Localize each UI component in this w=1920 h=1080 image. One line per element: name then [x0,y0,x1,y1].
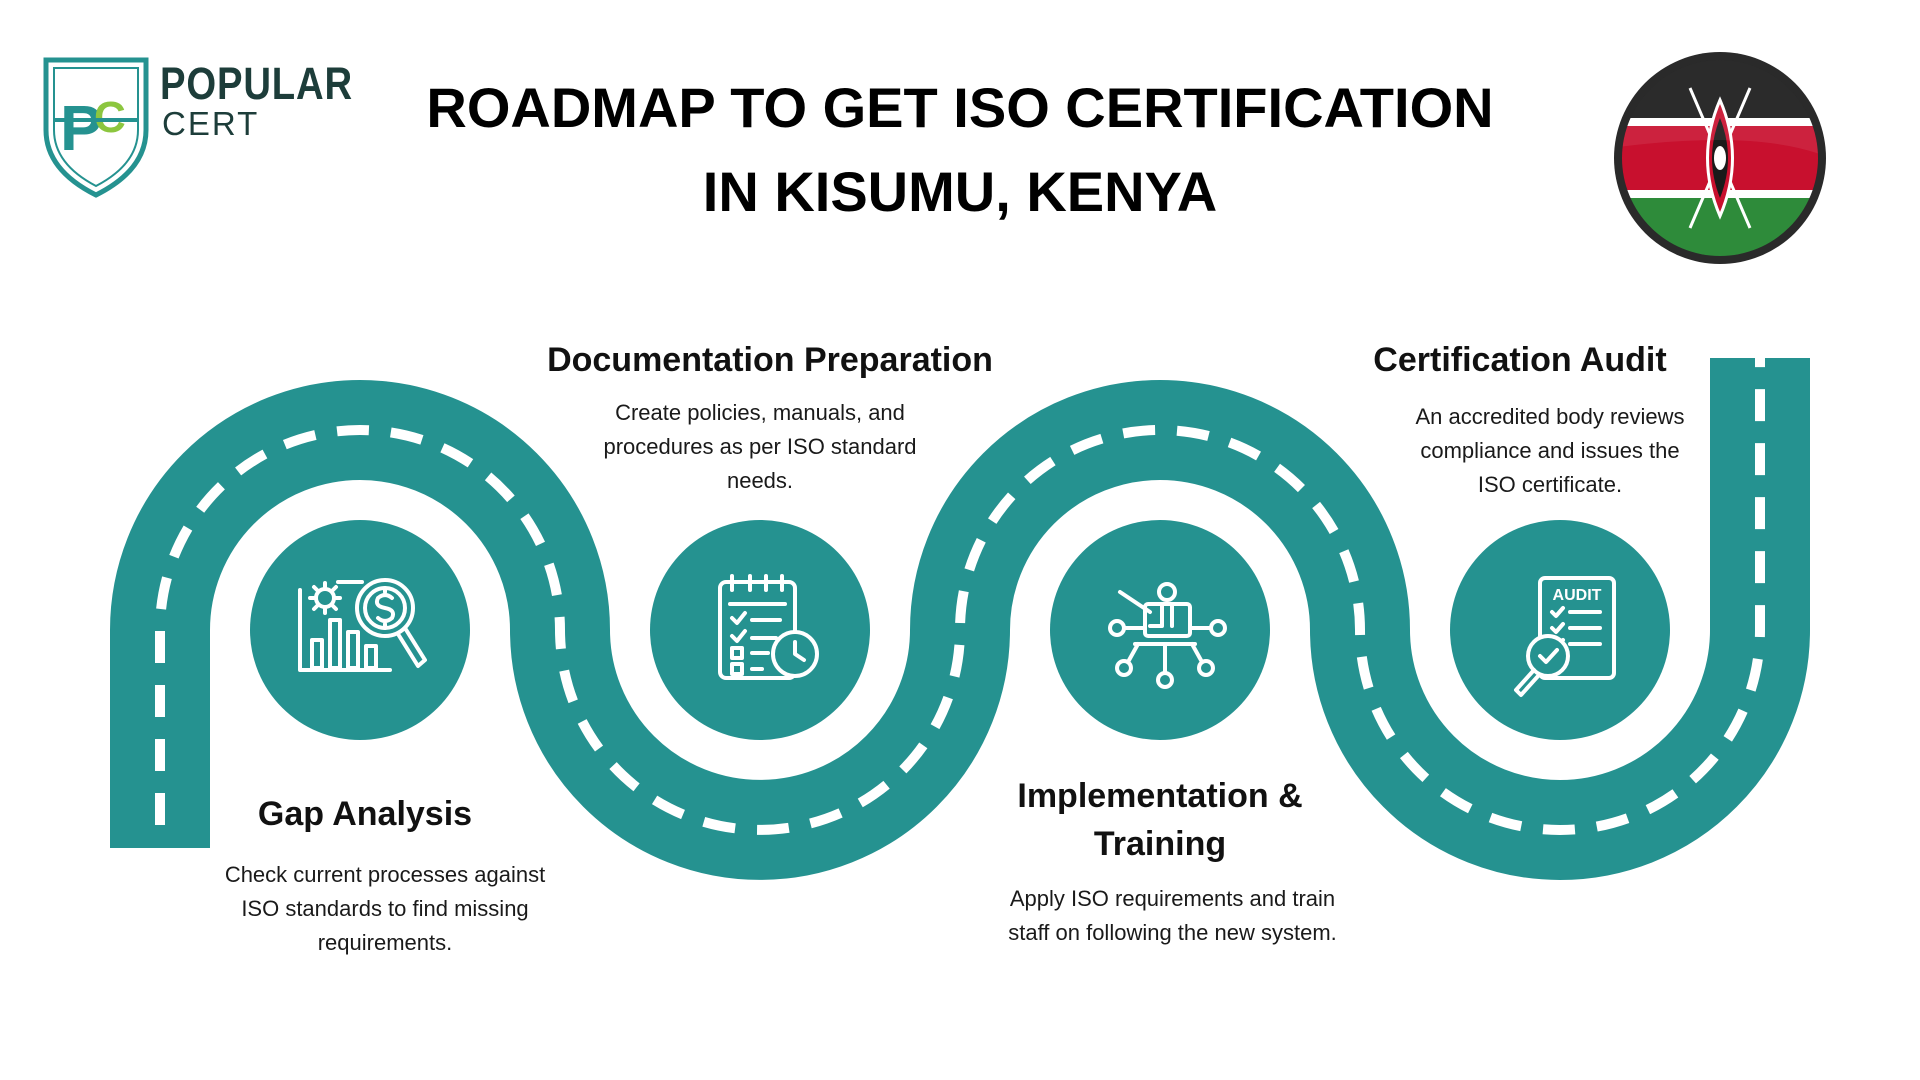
audit-document-magnifier-icon [1514,576,1616,697]
step-1-description: Check current processes against ISO stan… [224,862,546,955]
step-3-title-line-1: Implementation & [1017,777,1303,815]
road [110,358,1810,880]
audit-label-text: AUDIT [1553,587,1602,604]
clipboard-checklist-clock-icon [718,574,819,680]
title-line-2: IN KISUMU, KENYA [702,160,1218,223]
step-3-title: Implementation & Training [980,772,1340,868]
step-4-circle: AUDIT [1450,520,1670,740]
kenya-flag-badge [1614,52,1826,264]
trainer-network-icon [1108,582,1227,689]
page-title: ROADMAP TO GET ISO CERTIFICATION IN KISU… [340,66,1580,234]
logo-monogram-c: C [94,93,126,142]
step-4-title: Certification Audit [1373,341,1667,379]
popular-cert-logo: P C POPULAR CERT [36,50,356,210]
step-3-title-line-2: Training [1093,825,1227,863]
step-3-circle [1050,520,1270,740]
shield-icon: P C [43,57,149,198]
logo-monogram-p: P [60,92,103,164]
step-3-description: Apply ISO requirements and train staff o… [1008,886,1337,945]
title-line-1: ROADMAP TO GET ISO CERTIFICATION [426,76,1494,139]
logo-name-line1: POPULAR [160,58,353,109]
step-4-description: An accredited body reviews compliance an… [1415,404,1685,497]
step-2-title: Documentation Preparation [547,341,993,379]
logo-name-line2: CERT [162,105,260,142]
magnifier-dollar-chart-icon [298,578,427,672]
step-1-circle [250,520,470,740]
road-center-dashes [155,358,1765,835]
step-2-circle [650,520,870,740]
step-1-title: Gap Analysis [257,795,473,833]
step-2-description: Create policies, manuals, and procedures… [603,400,917,493]
